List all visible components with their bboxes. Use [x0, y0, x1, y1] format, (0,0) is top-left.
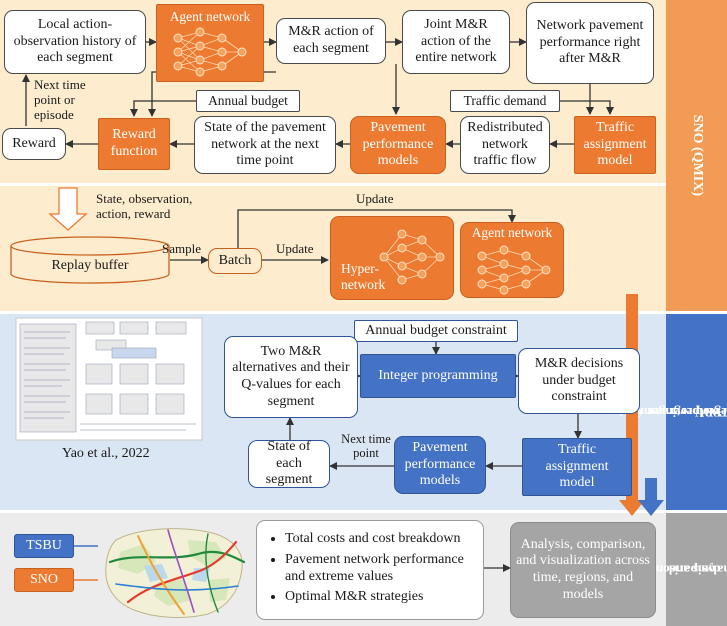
- neural-network-icon-2: [477, 245, 551, 295]
- annual-budget-box: Annual budget: [196, 90, 300, 112]
- traffic-assignment-box-sno: Traffic assignment model: [574, 116, 656, 174]
- update-label-top: Update: [356, 191, 394, 206]
- agent-network-box-2: Agent network: [460, 222, 564, 298]
- traffic-assignment-box-tsbu: Traffic assignment model: [522, 438, 632, 496]
- state-next-box: State of the pavement network at the nex…: [194, 116, 336, 174]
- blue-down-arrow: [638, 478, 664, 516]
- replay-buffer-label: Replay buffer: [51, 258, 129, 273]
- network-perf-after-box: Network pavement performance right after…: [526, 2, 654, 84]
- update-label: Update: [276, 241, 314, 256]
- next-time-point-label-tsbu: Next time point: [341, 432, 391, 461]
- replay-buffer-cylinder: [10, 236, 170, 284]
- citation-label: Yao et al., 2022: [62, 446, 150, 461]
- outputs-bullet-list: Total costs and cost breakdown Pavement …: [269, 531, 473, 606]
- hollow-down-arrow: [48, 187, 88, 231]
- traffic-demand-box: Traffic demand: [450, 90, 560, 112]
- integer-programming-box: Integer programming: [360, 354, 516, 398]
- agent-network-box-1: Agent network: [156, 4, 264, 82]
- joint-mr-action-box: Joint M&R action of the entire network: [402, 10, 510, 74]
- tsbu-tag: TSBU: [14, 534, 74, 558]
- state-each-segment-box: State of each segment: [248, 439, 330, 488]
- road-network-map: [105, 528, 246, 618]
- arrow-budget-to-reward-fn: [130, 100, 196, 117]
- sno-section-label: SNO (QMIX): [666, 0, 727, 311]
- next-time-point-label: Next time point or episode: [34, 77, 86, 122]
- batch-box: Batch: [208, 248, 262, 274]
- two-alternatives-box: Two M&R alternatives and their Q-values …: [224, 336, 358, 418]
- neural-network-icon-hyper: [379, 229, 445, 285]
- sno-tag: SNO: [14, 568, 74, 592]
- bullet-item: Total costs and cost breakdown: [285, 531, 473, 548]
- reward-box: Reward: [2, 128, 66, 160]
- hyper-network-box: Hyper-network: [330, 216, 454, 300]
- tsbu-section-label: TSBU (TD3-Wolpertinger + Integer program…: [619, 314, 727, 510]
- local-history-box: Local action-observation history of each…: [4, 10, 146, 74]
- neural-network-icon-1: [173, 27, 247, 77]
- bullet-item: Pavement network performance and extreme…: [285, 552, 473, 586]
- paper-thumbnail-figure: [15, 317, 203, 441]
- reward-function-box: Reward function: [98, 118, 170, 170]
- arrow-demand-to-traffic: [560, 100, 614, 115]
- state-obs-action-reward-label: State, observation, action, reward: [96, 191, 193, 221]
- bullet-item: Optimal M&R strategies: [285, 589, 473, 606]
- analysis-section-label: Analysis and comparison: [656, 513, 727, 626]
- analysis-result-box: Analysis, comparison, and visualization …: [510, 522, 656, 618]
- mr-action-each-box: M&R action of each segment: [276, 18, 386, 64]
- pavement-perf-models-box-tsbu: Pavement performance models: [394, 436, 486, 494]
- mr-decisions-box: M&R decisions under budget constraint: [518, 348, 640, 414]
- line-tsbu-to-map: [74, 545, 98, 581]
- outputs-summary-box: Total costs and cost breakdown Pavement …: [256, 520, 484, 620]
- sample-label: Sample: [162, 241, 201, 256]
- arrow-batch-to-agent: [237, 209, 516, 248]
- annual-budget-constraint-box: Annual budget constraint: [354, 320, 518, 342]
- redistributed-flow-box: Redistributed network traffic flow: [460, 116, 550, 174]
- pavement-perf-models-box-sno: Pavement performance models: [350, 116, 446, 174]
